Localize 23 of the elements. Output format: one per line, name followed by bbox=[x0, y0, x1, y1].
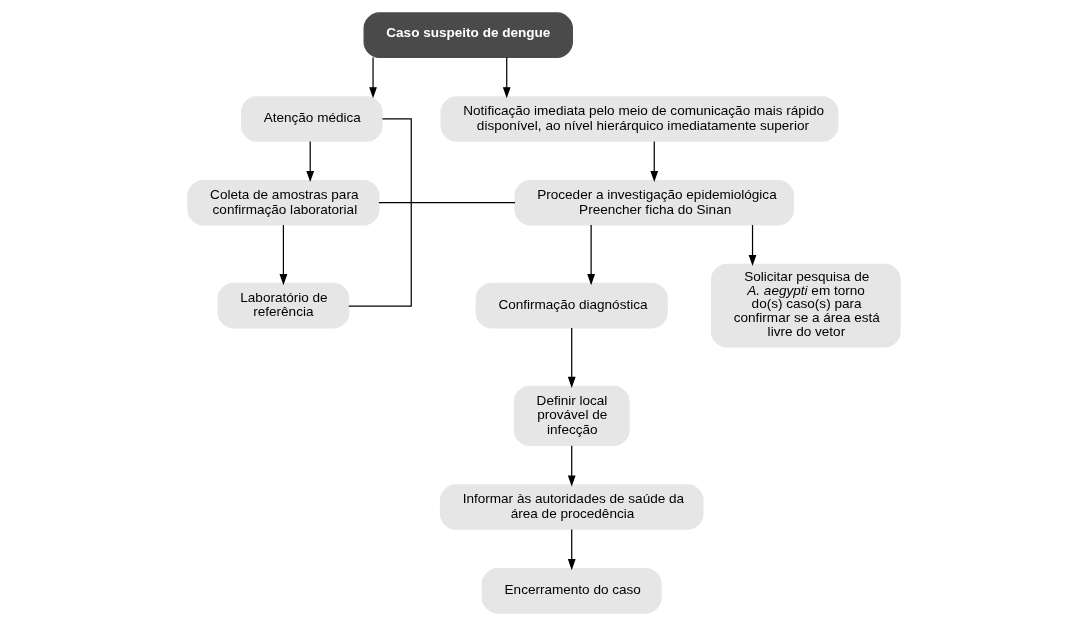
node-box: Caso suspeito de dengue bbox=[363, 12, 573, 58]
connector bbox=[378, 202, 516, 204]
node-box: Solicitar pesquisa de A. aegypti em torno do(s) caso(s) para confirmar se a área está livre do vetor bbox=[710, 263, 901, 348]
arrow bbox=[279, 224, 288, 286]
node-box: Laboratório de referência bbox=[217, 282, 350, 329]
connector bbox=[348, 118, 412, 307]
arrow bbox=[306, 140, 315, 183]
node-box: Coleta de amostras para confirmação laboratorial bbox=[187, 179, 380, 226]
arrow bbox=[587, 224, 595, 286]
arrow bbox=[567, 528, 576, 571]
node-box: Atenção médica bbox=[240, 96, 383, 142]
node-box: Informar às autoridades de saúde da área de procedência bbox=[439, 484, 704, 530]
node-box: Encerramento do caso bbox=[481, 568, 662, 614]
arrow bbox=[369, 57, 377, 99]
node-box: Definir local provável de infecção bbox=[513, 385, 630, 447]
node-box: Proceder a investigação epidemiológica Preencher ficha do Sinan bbox=[514, 179, 795, 226]
arrow bbox=[567, 445, 576, 487]
arrow bbox=[650, 140, 659, 183]
node-box: Confirmação diagnóstica bbox=[475, 282, 668, 329]
node-box: Notificação imediata pelo meio de comunicação mais rápido disponível, ao nível hierárquico imediatamente superior bbox=[440, 96, 839, 142]
arrow bbox=[567, 327, 576, 388]
arrow bbox=[748, 224, 757, 267]
arrow bbox=[502, 57, 511, 99]
